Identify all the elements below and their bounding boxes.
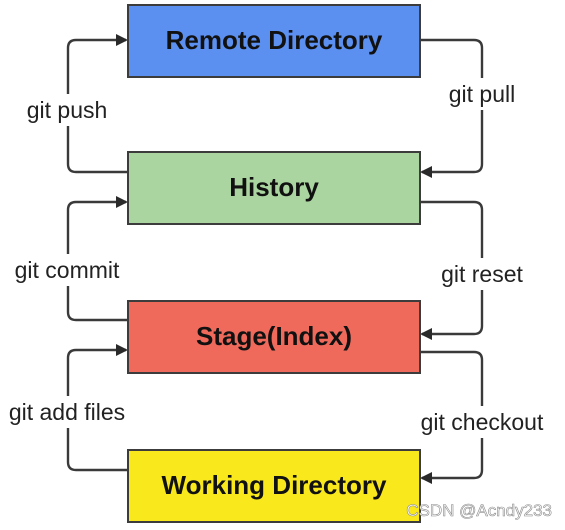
stage-index-label: Stage(Index) bbox=[196, 321, 352, 351]
watermark-text: CSDN @Acndy233 bbox=[406, 501, 552, 520]
git-add-files-label: git add files bbox=[9, 399, 125, 425]
remote-directory-box bbox=[127, 4, 421, 78]
history-box bbox=[127, 151, 421, 225]
git-pull-label: git pull bbox=[449, 81, 515, 107]
working-directory-node: Working Directory bbox=[127, 449, 421, 523]
working-directory-box bbox=[127, 449, 421, 523]
remote-directory-label: Remote Directory bbox=[166, 25, 383, 55]
git-push-label-group: git push bbox=[14, 94, 120, 126]
git-push-label: git push bbox=[27, 97, 108, 123]
remote-directory-node: Remote Directory bbox=[127, 4, 421, 78]
stage-index-box bbox=[127, 300, 421, 374]
git-checkout-label: git checkout bbox=[421, 409, 544, 435]
history-node: History bbox=[127, 151, 421, 225]
working-directory-label: Working Directory bbox=[162, 470, 387, 500]
git-commit-label-group: git commit bbox=[2, 254, 134, 286]
git-reset-label: git reset bbox=[441, 261, 523, 287]
git-checkout-label-group: git checkout bbox=[408, 406, 560, 438]
git-pull-label-group: git pull bbox=[436, 78, 528, 110]
git-commit-label: git commit bbox=[15, 257, 120, 283]
git-reset-label-group: git reset bbox=[428, 258, 536, 290]
git-add-files-label-group: git add files bbox=[0, 396, 138, 428]
history-label: History bbox=[229, 172, 319, 202]
stage-index-node: Stage(Index) bbox=[127, 300, 421, 374]
